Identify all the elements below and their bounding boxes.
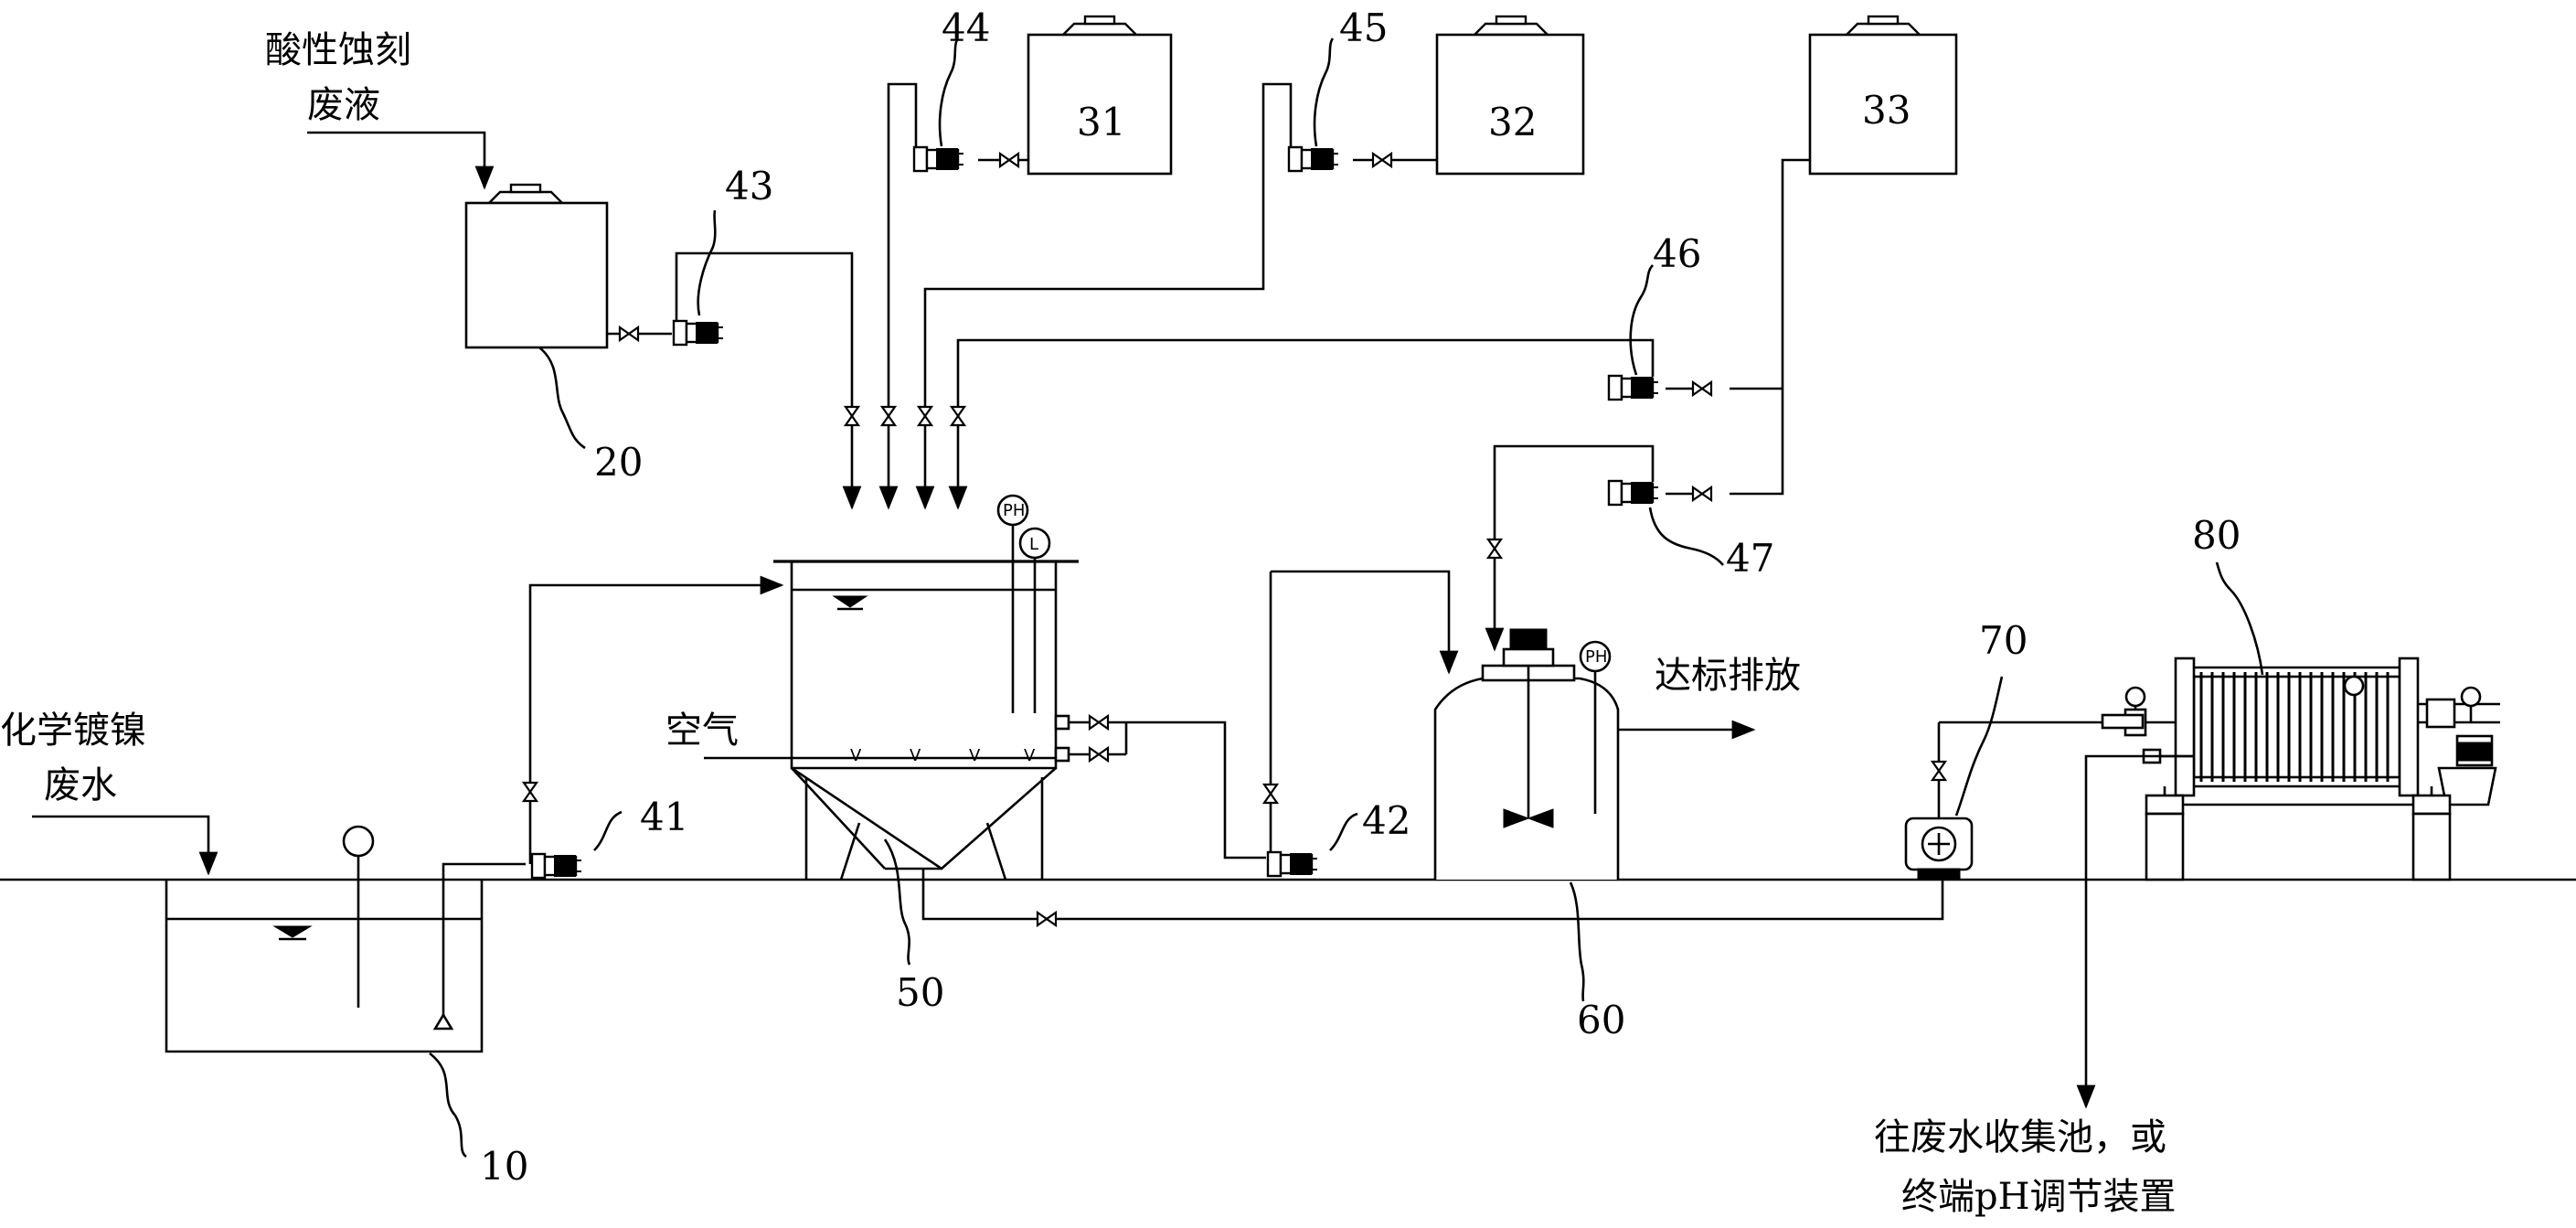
pump-41: [522, 575, 784, 880]
level-probe-50: L: [1018, 527, 1051, 560]
label-33: 33: [1862, 88, 1911, 133]
pump-44: [878, 37, 1028, 510]
label-20: 20: [594, 440, 643, 485]
discharge-label: 达标排放: [1655, 655, 1801, 697]
label-10: 10: [480, 1144, 528, 1189]
label-60: 60: [1577, 998, 1625, 1042]
svg-text:L: L: [1029, 535, 1038, 554]
label-43: 43: [725, 164, 773, 208]
reactor-drain-line: [921, 869, 1944, 927]
label-31: 31: [1077, 100, 1125, 144]
label-42: 42: [1362, 798, 1410, 843]
tank-33-supply-line: [1730, 158, 1810, 496]
acid-waste-arrow: [307, 131, 495, 190]
label-50: 50: [896, 970, 944, 1015]
reactor-50: ᐯ ᐯ ᐯ ᐯ: [704, 523, 1079, 966]
label-44: 44: [942, 5, 990, 50]
nickel-waste-arrow: [32, 815, 218, 876]
svg-text:ᐯ: ᐯ: [910, 746, 921, 765]
filter-press-80: [2101, 561, 2500, 881]
pump-43: [607, 209, 862, 510]
label-45: 45: [1339, 5, 1388, 50]
filtrate-line: [2076, 748, 2194, 1109]
label-47: 47: [1726, 536, 1774, 581]
label-70: 70: [1979, 618, 2028, 663]
ph-probe-50: PH: [996, 494, 1029, 527]
tank-31: [1027, 15, 1173, 176]
ph-probe-60: PH: [1579, 640, 1612, 673]
air-label: 空气: [665, 710, 739, 752]
pump-42: [1262, 570, 1459, 878]
collection-label-1: 往废水收集池，或: [1874, 1116, 2166, 1159]
tank-20: [464, 183, 609, 450]
label-32: 32: [1488, 100, 1537, 144]
pump-45: [915, 37, 1437, 510]
label-80: 80: [2192, 513, 2241, 558]
tank-33: [1808, 15, 1958, 176]
tank-10: [165, 825, 526, 1159]
collection-label-2: 终端pH调节装置: [1901, 1176, 2177, 1218]
svg-text:PH: PH: [1003, 501, 1025, 520]
pump-70: [1904, 676, 2134, 881]
nickel-waste-label-1: 化学镀镍: [0, 710, 146, 752]
svg-text:ᐯ: ᐯ: [850, 746, 862, 765]
label-41: 41: [640, 795, 688, 839]
nickel-waste-label-2: 废水: [44, 764, 117, 806]
svg-text:PH: PH: [1585, 647, 1607, 667]
svg-text:ᐯ: ᐯ: [969, 746, 981, 765]
tank-60: [1433, 628, 1620, 1002]
acid-waste-label-1: 酸性蚀刻: [265, 29, 411, 71]
pump-47: [1485, 444, 1724, 652]
acid-waste-label-2: 废液: [307, 84, 380, 126]
tank-32: [1435, 15, 1585, 176]
reactor-outlet-lines: [1054, 714, 1266, 860]
label-46: 46: [1653, 231, 1701, 276]
pump-46: [948, 264, 1713, 510]
svg-text:ᐯ: ᐯ: [1024, 746, 1036, 765]
